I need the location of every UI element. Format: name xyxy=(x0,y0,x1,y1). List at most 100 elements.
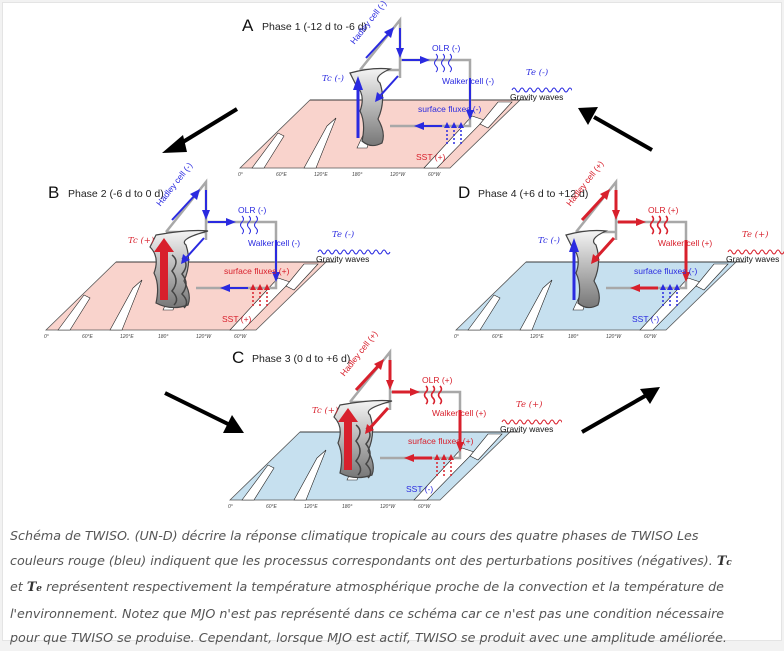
walker-upper-arrowhead xyxy=(420,56,430,64)
walker-lower-arrowhead xyxy=(220,284,230,292)
surface-flux-arrowhead xyxy=(458,122,464,128)
panel-letter: B xyxy=(48,183,60,202)
caption-line-5: pour que TWISO se produise. Cependant, l… xyxy=(10,630,727,646)
surface-flux-arrowhead xyxy=(441,454,447,460)
hadley-descent-arrowhead xyxy=(396,48,404,58)
te-label: Te (+) xyxy=(516,400,543,410)
gravity-waves-label: Gravity waves xyxy=(500,424,554,434)
tc-label: Tc (-) xyxy=(322,74,344,84)
walker-upper-arrowhead xyxy=(226,218,236,226)
sst-label: SST (+) xyxy=(416,152,446,162)
tc-symbol: Tc xyxy=(717,553,732,568)
olr-wave xyxy=(247,215,251,235)
walker-lower-arrowhead xyxy=(414,122,424,130)
caption-line-3-prefix: et xyxy=(10,579,23,595)
olr-wave xyxy=(656,215,662,235)
land-mass xyxy=(293,449,327,501)
land-mass xyxy=(251,132,285,169)
te-symbol-letter: T xyxy=(26,579,37,595)
surface-fluxes-label: surface fluxes (+) xyxy=(224,266,290,276)
walker-lower-arrowhead xyxy=(630,284,640,292)
map-tick-label: 60°W xyxy=(234,334,247,340)
caption-line-3: et Te représentent respectivement la tem… xyxy=(10,575,780,602)
walker-inflow-arrowhead xyxy=(375,92,384,102)
olr-wave xyxy=(240,215,244,235)
hadley-descent-arrowhead xyxy=(386,380,394,390)
arrow-a-to-b xyxy=(162,107,239,153)
walker-descent-arrowhead xyxy=(682,272,690,282)
map-tick-label: 60°W xyxy=(418,504,431,510)
olr-label: OLR (-) xyxy=(238,205,267,215)
walker-upper-arrowhead xyxy=(636,218,646,226)
panel-letter: D xyxy=(458,183,471,202)
arrow-c-to-d xyxy=(581,387,660,434)
land-mass xyxy=(519,279,553,331)
surface-flux-arrowhead xyxy=(264,284,270,290)
olr-wave xyxy=(441,53,445,73)
caption-line-2-text: couleurs rouge (bleu) indiquent que les … xyxy=(10,552,713,568)
panel-svg xyxy=(455,178,784,331)
walker-descent-arrowhead xyxy=(272,272,280,282)
cloud-tower xyxy=(170,254,178,306)
sst-label: SST (-) xyxy=(406,484,434,494)
tc-label: Tc (-) xyxy=(538,236,560,246)
surface-flux-arrowhead xyxy=(257,284,263,290)
walker-descent-arrowhead xyxy=(466,110,474,120)
hadley-arrowhead xyxy=(374,359,384,370)
sst-label: SST (-) xyxy=(632,314,660,324)
walker-lower-arrowhead xyxy=(404,454,414,462)
map-tick-label: 60°W xyxy=(644,334,657,340)
map-tick-label: 180° xyxy=(158,334,169,340)
hadley-cell-frame xyxy=(349,348,392,410)
surface-flux-arrowhead xyxy=(434,454,440,460)
olr-label: OLR (+) xyxy=(422,375,453,385)
te-label: Te (-) xyxy=(526,68,549,78)
map-tick-label: 0° xyxy=(454,334,459,340)
walker-upper-arrowhead xyxy=(410,388,420,396)
panel-svg xyxy=(239,16,572,169)
surface-fluxes-label: surface fluxes (-) xyxy=(634,266,698,276)
olr-wave xyxy=(649,215,655,235)
hadley-cell-frame xyxy=(359,16,402,78)
te-label: Te (-) xyxy=(332,230,355,240)
gravity-waves-label: Gravity waves xyxy=(726,254,780,264)
map-tick-label: 180° xyxy=(352,172,363,178)
caption-line-2: couleurs rouge (bleu) indiquent que les … xyxy=(10,549,780,576)
hadley-arrow xyxy=(365,31,391,59)
caption-line-4: l'environnement. Notez que MJO n'est pas… xyxy=(10,605,725,621)
map-tick-label: 120°E xyxy=(314,172,328,178)
land-mass xyxy=(469,433,503,461)
map-tick-label: 180° xyxy=(568,334,579,340)
land-mass xyxy=(467,294,501,331)
hadley-arrowhead xyxy=(600,189,610,200)
land-mass xyxy=(479,101,513,129)
walker-inflow-arrowhead xyxy=(591,254,600,264)
map-tick-label: 120°E xyxy=(120,334,134,340)
arrow-d-to-a xyxy=(578,107,653,152)
figure-caption: Schéma de TWISO. (UN-D) décrire la répon… xyxy=(10,524,780,651)
olr-wave xyxy=(430,385,436,405)
panel-title: Phase 3 (0 d to +6 d) xyxy=(252,353,351,365)
panel-letter: C xyxy=(232,348,245,367)
hadley-arrow xyxy=(580,192,608,222)
panel-svg xyxy=(45,178,391,331)
walker-label: Walker cell (-) xyxy=(248,238,301,248)
map-tick-label: 120°W xyxy=(606,334,622,340)
surface-flux-arrowhead xyxy=(448,454,454,460)
tc-label: Tc (+) xyxy=(312,406,339,416)
gravity-wave xyxy=(727,249,784,255)
caption-line-1: Schéma de TWISO. (UN-D) décrire la répon… xyxy=(10,528,699,543)
map-tick-label: 60°E xyxy=(266,504,277,510)
hadley-descent-arrowhead xyxy=(202,210,210,220)
land-mass xyxy=(109,279,143,331)
tc-label: Tc (+) xyxy=(128,236,155,246)
surface-flux-arrowhead xyxy=(674,284,680,290)
panel-title: Phase 4 (+6 d to +12 d) xyxy=(478,188,589,200)
panel-title: Phase 2 (-6 d to 0 d) xyxy=(68,188,164,200)
map-tick-label: 60°E xyxy=(276,172,287,178)
gravity-waves-label: Gravity waves xyxy=(316,254,370,264)
cloud-tower xyxy=(354,424,362,476)
land-mass xyxy=(241,464,275,501)
